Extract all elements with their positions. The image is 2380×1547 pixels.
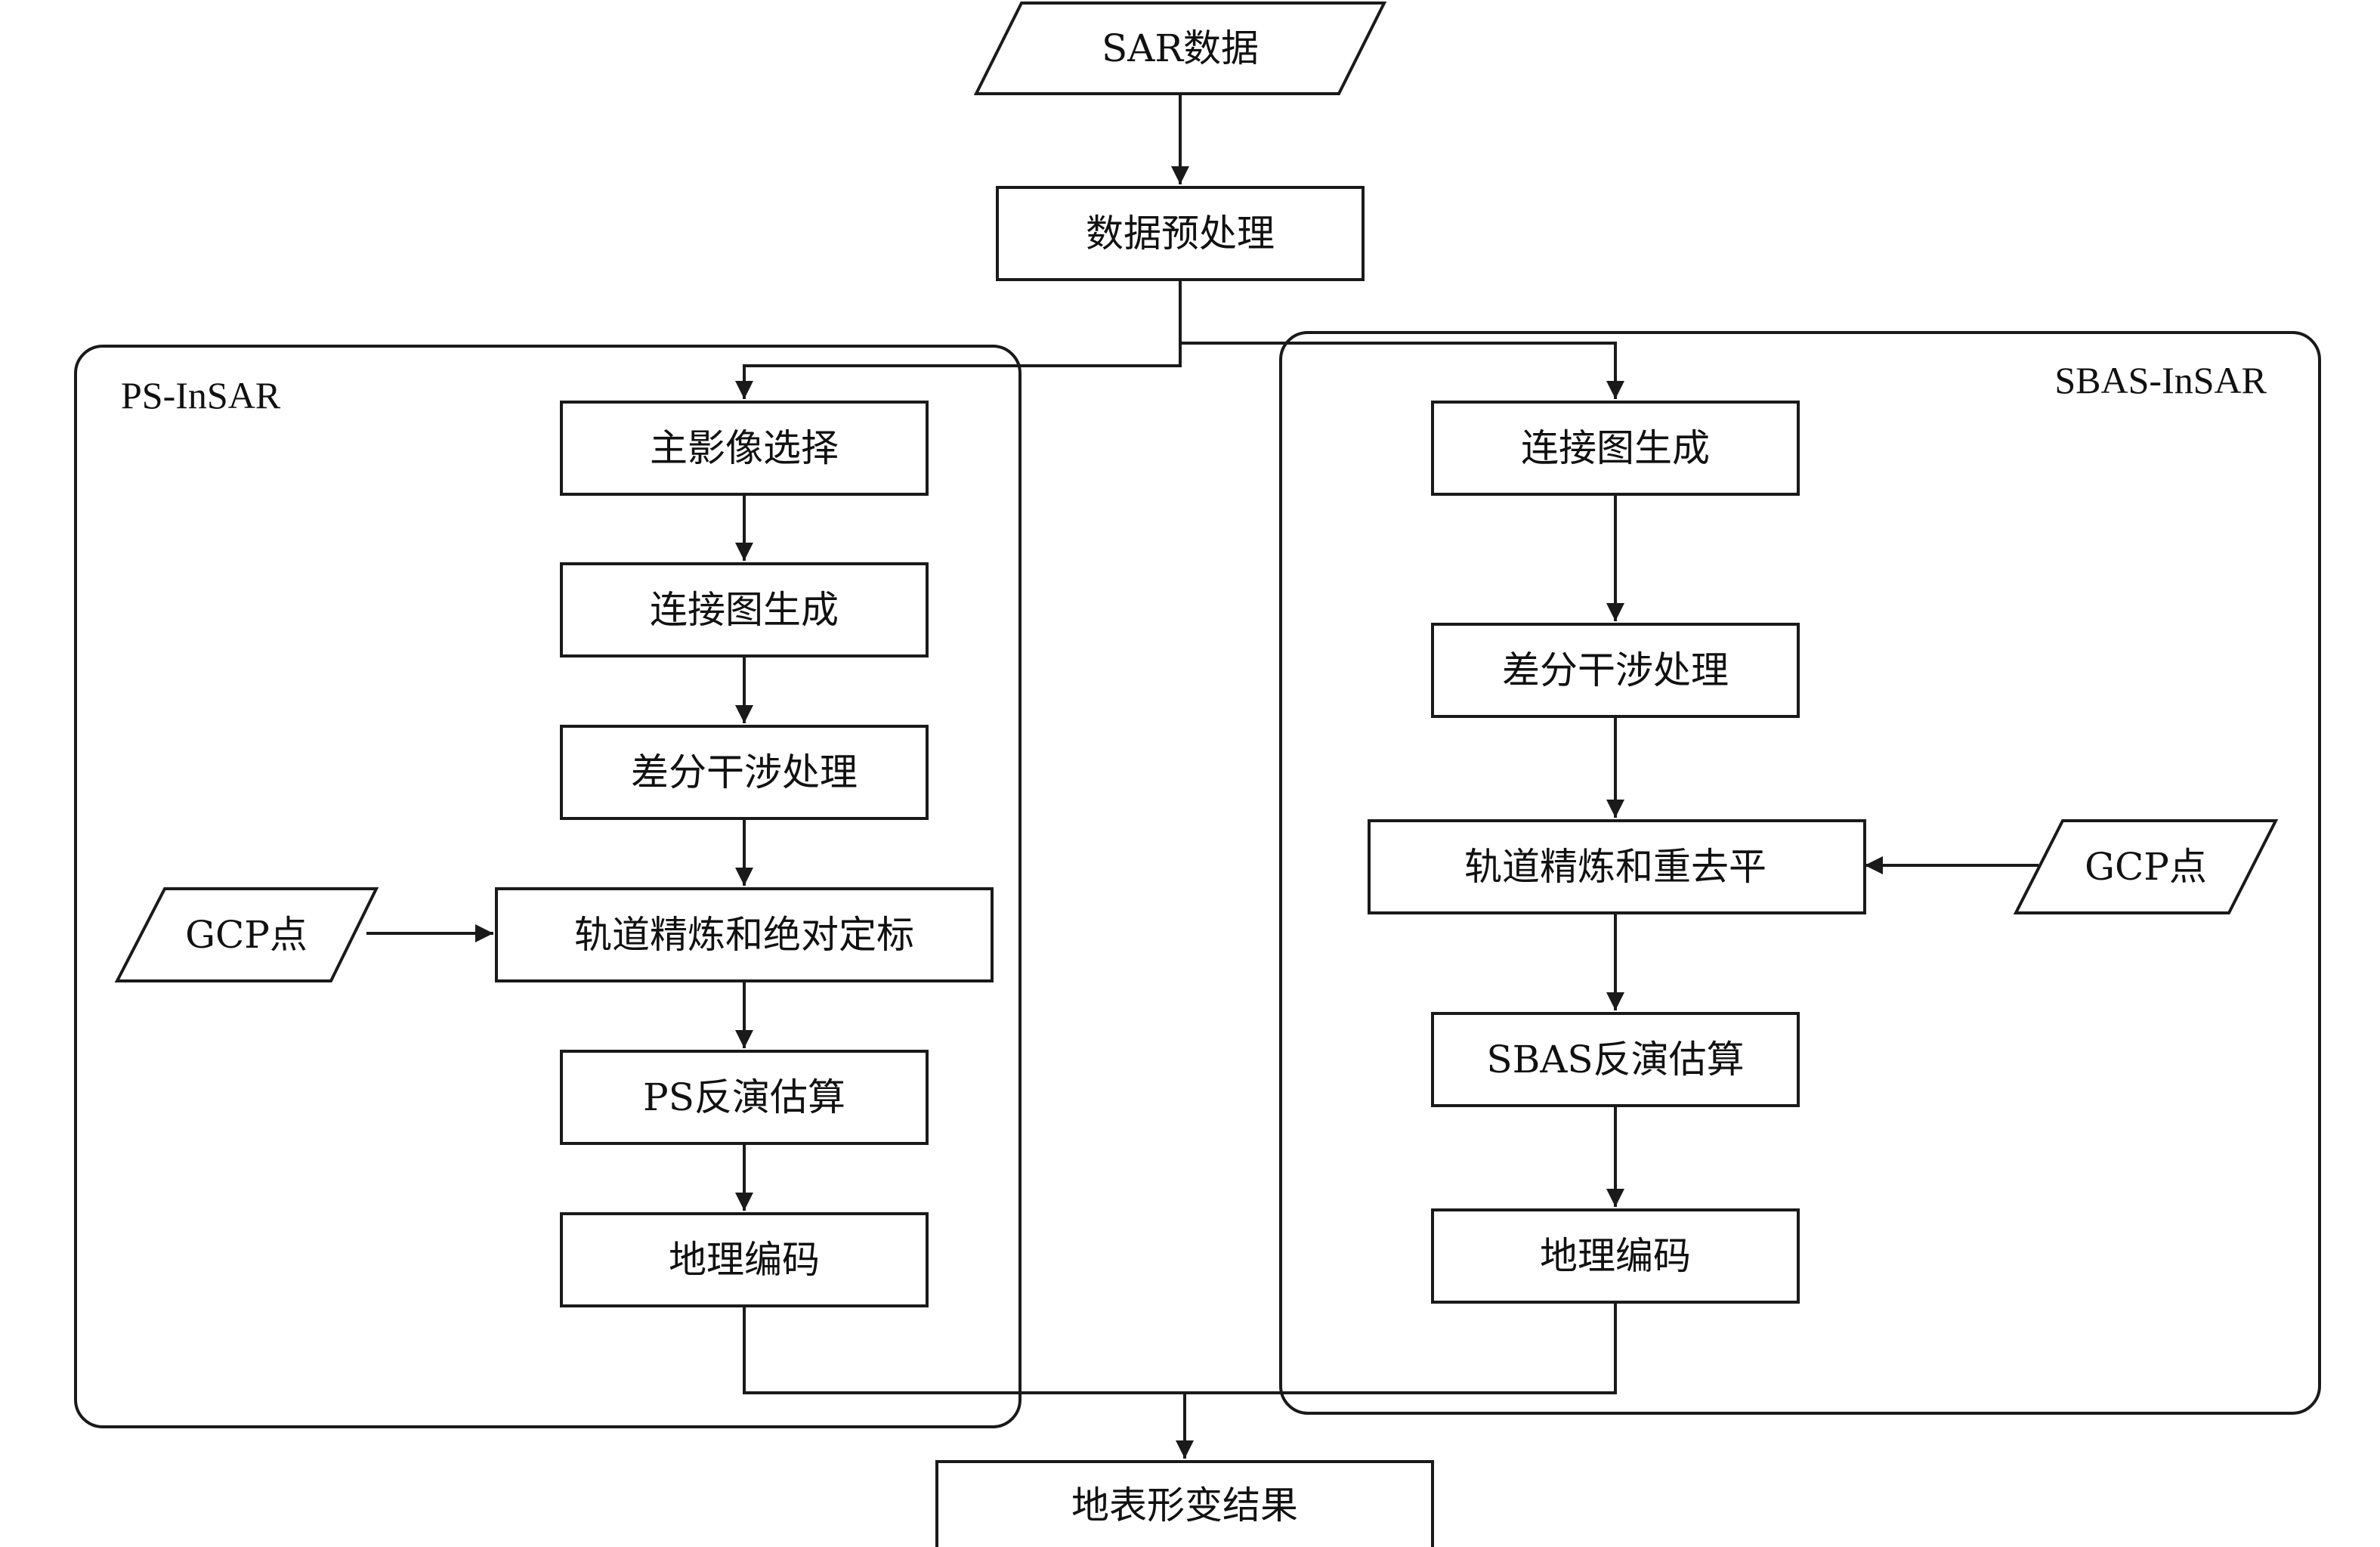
sbas-step-label: 连接图生成 [1521, 426, 1710, 470]
sbas-step-label: 差分干涉处理 [1502, 648, 1729, 692]
sbas-group-title: SBAS-InSAR [2054, 359, 2267, 401]
ps-group-title: PS-InSAR [121, 374, 281, 416]
ps-step-label: PS反演估算 [643, 1075, 845, 1119]
sbas-gcp-input [2013, 819, 2279, 914]
sbas-insar-group [1279, 331, 2321, 1415]
preprocess-label: 数据预处理 [1086, 212, 1275, 255]
sbas-step [1431, 1208, 1800, 1304]
input-sar-data [973, 1, 1387, 95]
sbas-step [1431, 1012, 1800, 1107]
sbas-step [1431, 623, 1800, 718]
ps-step-label: 差分干涉处理 [631, 750, 858, 794]
merge-line [743, 1301, 1617, 1394]
ps-step [560, 1212, 929, 1307]
sbas-gcp-label: GCP点 [2085, 845, 2207, 889]
ps-gcp-input [114, 887, 379, 982]
sbas-step-label: SBAS反演估算 [1486, 1038, 1744, 1081]
ps-step [560, 725, 929, 820]
input-label: SAR数据 [1102, 26, 1259, 70]
output-box [935, 1460, 1434, 1547]
sbas-step [1368, 819, 1866, 914]
ps-step-label: 轨道精炼和绝对定标 [574, 913, 914, 957]
arrow-preprocess-to-sbas [1180, 342, 1624, 399]
sbas-step-label: 地理编码 [1540, 1234, 1691, 1278]
preprocess-box [996, 186, 1365, 281]
ps-step [560, 562, 929, 657]
sbas-step [1431, 401, 1800, 496]
arrow-preprocess-to-ps [735, 279, 1182, 399]
ps-insar-group [74, 345, 1022, 1428]
ps-step-label: 地理编码 [669, 1238, 820, 1282]
output-label: 地表形变结果 [1071, 1484, 1298, 1527]
ps-step-label: 主影像选择 [650, 426, 839, 470]
ps-step [560, 1050, 929, 1145]
ps-gcp-label: GCP点 [185, 913, 308, 957]
sbas-step-label: 轨道精炼和重去平 [1464, 845, 1766, 889]
ps-step [560, 401, 929, 496]
ps-step [495, 887, 994, 982]
ps-step-label: 连接图生成 [650, 588, 839, 632]
